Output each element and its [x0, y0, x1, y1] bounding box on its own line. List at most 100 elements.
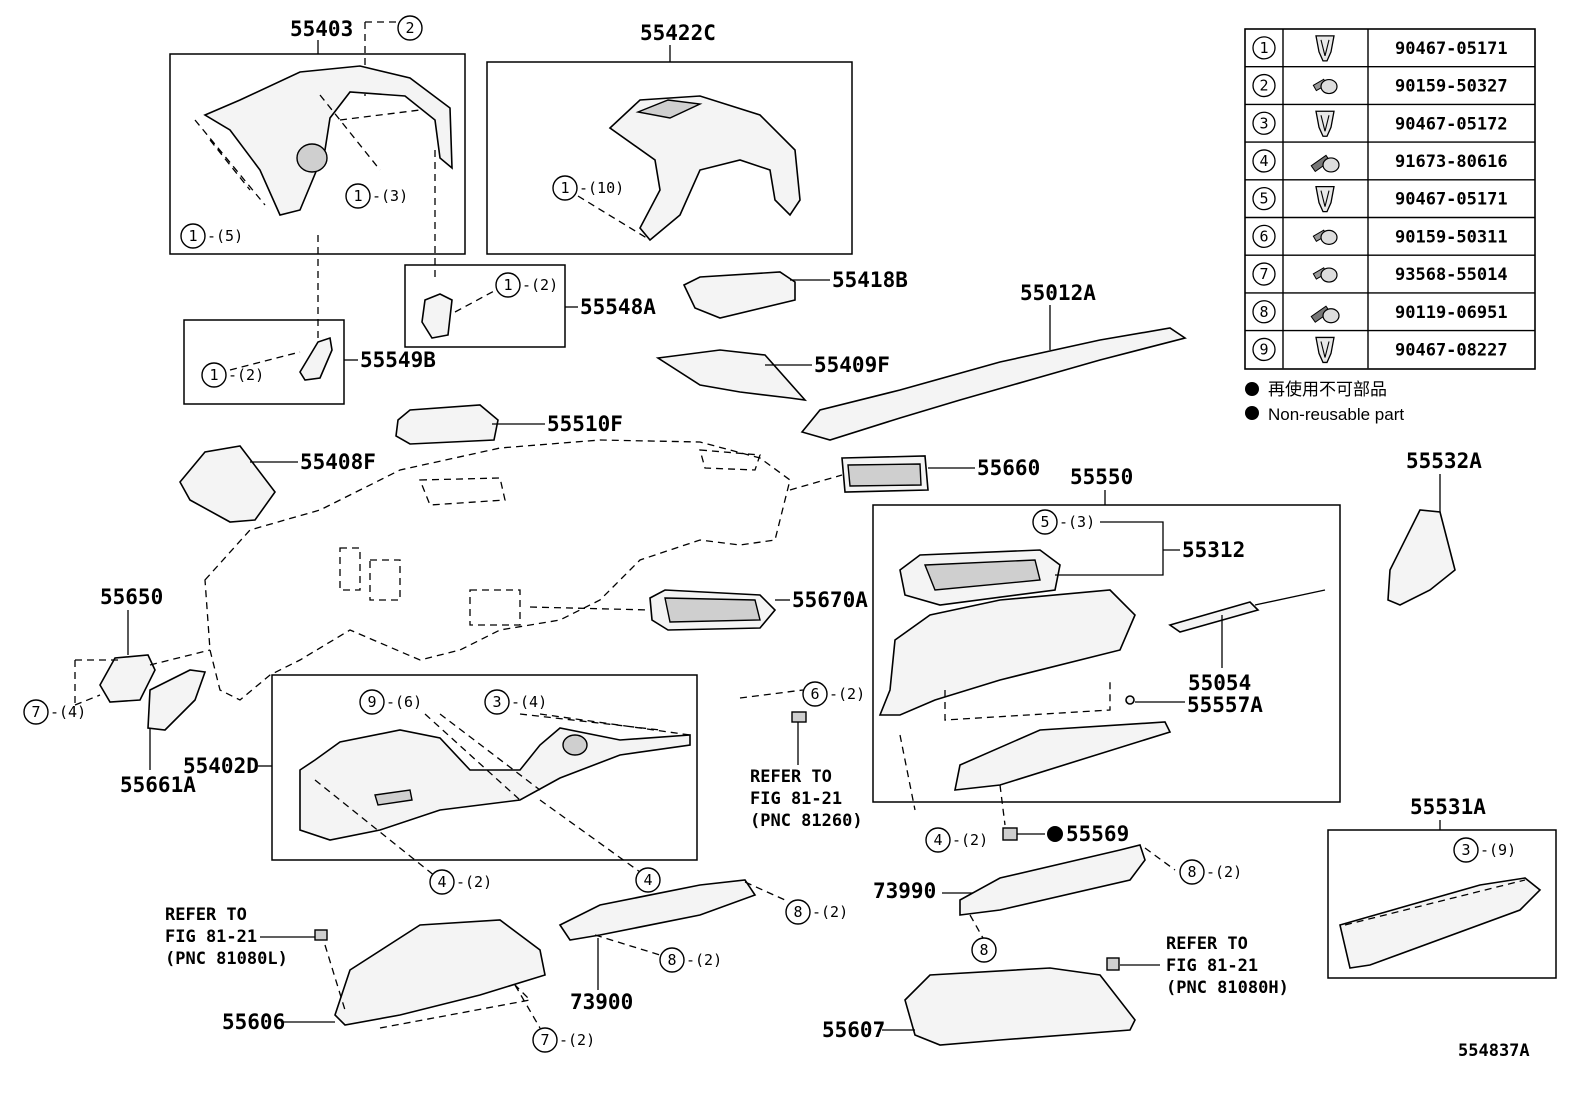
- callout-55403-a[interactable]: 1 -(3): [345, 183, 408, 209]
- fastener-number-circle: [1252, 186, 1276, 211]
- part-label-55054[interactable]: 55054: [1188, 671, 1251, 695]
- upper-cover-55422C[interactable]: [608, 95, 801, 242]
- callout-73900-8a[interactable]: 8 -(2): [785, 899, 848, 925]
- panel-55532A[interactable]: [1387, 509, 1456, 606]
- svg-text:6: 6: [810, 685, 819, 703]
- callout-refer1[interactable]: 6 -(2): [802, 681, 865, 707]
- part-label-55422C[interactable]: 55422C: [640, 21, 716, 45]
- trim-55531A[interactable]: [1339, 877, 1542, 969]
- lower-panel-55402D[interactable]: [299, 727, 691, 841]
- callout-55402D-4a[interactable]: 4 -(2): [429, 869, 492, 895]
- trim-strip-55012A[interactable]: [800, 327, 1187, 441]
- cover-55408F[interactable]: [179, 445, 276, 523]
- fastener-number: 2: [1259, 77, 1268, 95]
- part-label-55409F[interactable]: 55409F: [814, 353, 890, 377]
- glovebox-housing[interactable]: [878, 589, 1136, 716]
- bracket-55549B[interactable]: [299, 336, 333, 381]
- fastener-number-circle: [1252, 262, 1276, 286]
- callout-73900-8b[interactable]: 8 -(2): [659, 947, 722, 973]
- callout-55403-b[interactable]: 1 -(5): [180, 223, 243, 249]
- screw-icon: [1310, 305, 1340, 324]
- part-label-55418B[interactable]: 55418B: [832, 268, 908, 292]
- undercover-55606[interactable]: [334, 919, 546, 1026]
- bracket-55548A[interactable]: [421, 293, 453, 339]
- part-label-55012A[interactable]: 55012A: [1020, 281, 1096, 305]
- fastener-part-number: 91673-80616: [1395, 152, 1508, 172]
- bolt-washer-icon: [1312, 229, 1338, 245]
- fastener-part-number: 93568-55014: [1395, 265, 1508, 285]
- part-label-55660[interactable]: 55660: [977, 456, 1040, 480]
- bolt-washer-icon: [1312, 267, 1338, 283]
- fastener-number: 3: [1259, 114, 1268, 132]
- part-label-55557A[interactable]: 55557A: [1187, 693, 1263, 717]
- glovebox-door[interactable]: [954, 721, 1172, 791]
- part-label-73990[interactable]: 73990: [873, 879, 936, 903]
- callout-55531A[interactable]: 3 -(9): [1453, 837, 1516, 863]
- callout-55403-top[interactable]: 2: [397, 15, 423, 41]
- group-55510F: 55510F: [395, 404, 623, 445]
- damper-55054[interactable]: [1168, 601, 1260, 633]
- panel-55409F[interactable]: [655, 349, 808, 402]
- cover-55510F[interactable]: [395, 404, 499, 445]
- part-label-55403[interactable]: 55403: [290, 17, 353, 41]
- undercover-55607[interactable]: [904, 967, 1136, 1046]
- bracket-73900[interactable]: [558, 879, 757, 941]
- group-55418B: 55418B: [682, 268, 908, 319]
- svg-text:-(2): -(2): [952, 831, 988, 849]
- fastener-number-circle: [1252, 149, 1276, 173]
- part-label-55532A[interactable]: 55532A: [1406, 449, 1482, 473]
- part-label-55569[interactable]: 55569: [1066, 822, 1129, 846]
- part-label-55661A[interactable]: 55661A: [120, 773, 196, 797]
- vent-55650[interactable]: [99, 654, 156, 703]
- bracket-73990[interactable]: [959, 844, 1146, 916]
- group-55670A: 55670A: [529, 588, 868, 631]
- part-label-55510F[interactable]: 55510F: [547, 412, 623, 436]
- part-label-55531A[interactable]: 55531A: [1410, 795, 1486, 819]
- fastener-number-circle: [1252, 300, 1276, 324]
- group-73990: 73990 8 -(2) 8: [873, 844, 1242, 963]
- svg-text:1: 1: [353, 187, 362, 205]
- part-label-55312[interactable]: 55312: [1182, 538, 1245, 562]
- callout-55548A[interactable]: 1 -(2): [495, 272, 558, 298]
- panel-55661A[interactable]: [147, 669, 207, 731]
- part-label-73900[interactable]: 73900: [570, 990, 633, 1014]
- group-box-55549B: [183, 319, 345, 405]
- svg-text:FIG 81-21: FIG 81-21: [750, 789, 842, 809]
- part-label-55607[interactable]: 55607: [822, 1018, 885, 1042]
- part-label-55408F[interactable]: 55408F: [300, 450, 376, 474]
- part-label-55548A[interactable]: 55548A: [580, 295, 656, 319]
- part-label-55670A[interactable]: 55670A: [792, 588, 868, 612]
- part-label-55606[interactable]: 55606: [222, 1010, 285, 1034]
- svg-text:1: 1: [188, 227, 197, 245]
- fastener-part-number: 90119-06951: [1395, 303, 1508, 323]
- callout-55606-7[interactable]: 7 -(2): [532, 1027, 595, 1053]
- callout-55402D-4b[interactable]: 4: [635, 867, 661, 893]
- part-label-55549B[interactable]: 55549B: [360, 348, 436, 372]
- part-label-55650[interactable]: 55650: [100, 585, 163, 609]
- callout-73990-8b[interactable]: 8: [971, 937, 997, 963]
- callout-55312[interactable]: 5 -(3): [1032, 509, 1095, 535]
- callout-55402D-3[interactable]: 3 -(4): [484, 689, 547, 715]
- callout-73990-8a[interactable]: 8 -(2): [1179, 859, 1242, 885]
- callout-55569-4[interactable]: 4 -(2): [925, 827, 988, 853]
- fastener-number-circle: [1252, 337, 1276, 362]
- callout-55650[interactable]: 7 -(4): [23, 699, 86, 725]
- svg-text:REFER TO: REFER TO: [1166, 934, 1248, 954]
- callout-55422C[interactable]: 1 -(10): [552, 175, 624, 201]
- panel-55418B[interactable]: [682, 271, 796, 319]
- callout-55402D-9[interactable]: 9 -(6): [359, 689, 422, 715]
- part-label-55550[interactable]: 55550: [1070, 465, 1133, 489]
- callout-55549B[interactable]: 1 -(2): [201, 362, 264, 388]
- part-label-55402D[interactable]: 55402D: [183, 754, 259, 778]
- upper-panel-55403[interactable]: [203, 65, 453, 216]
